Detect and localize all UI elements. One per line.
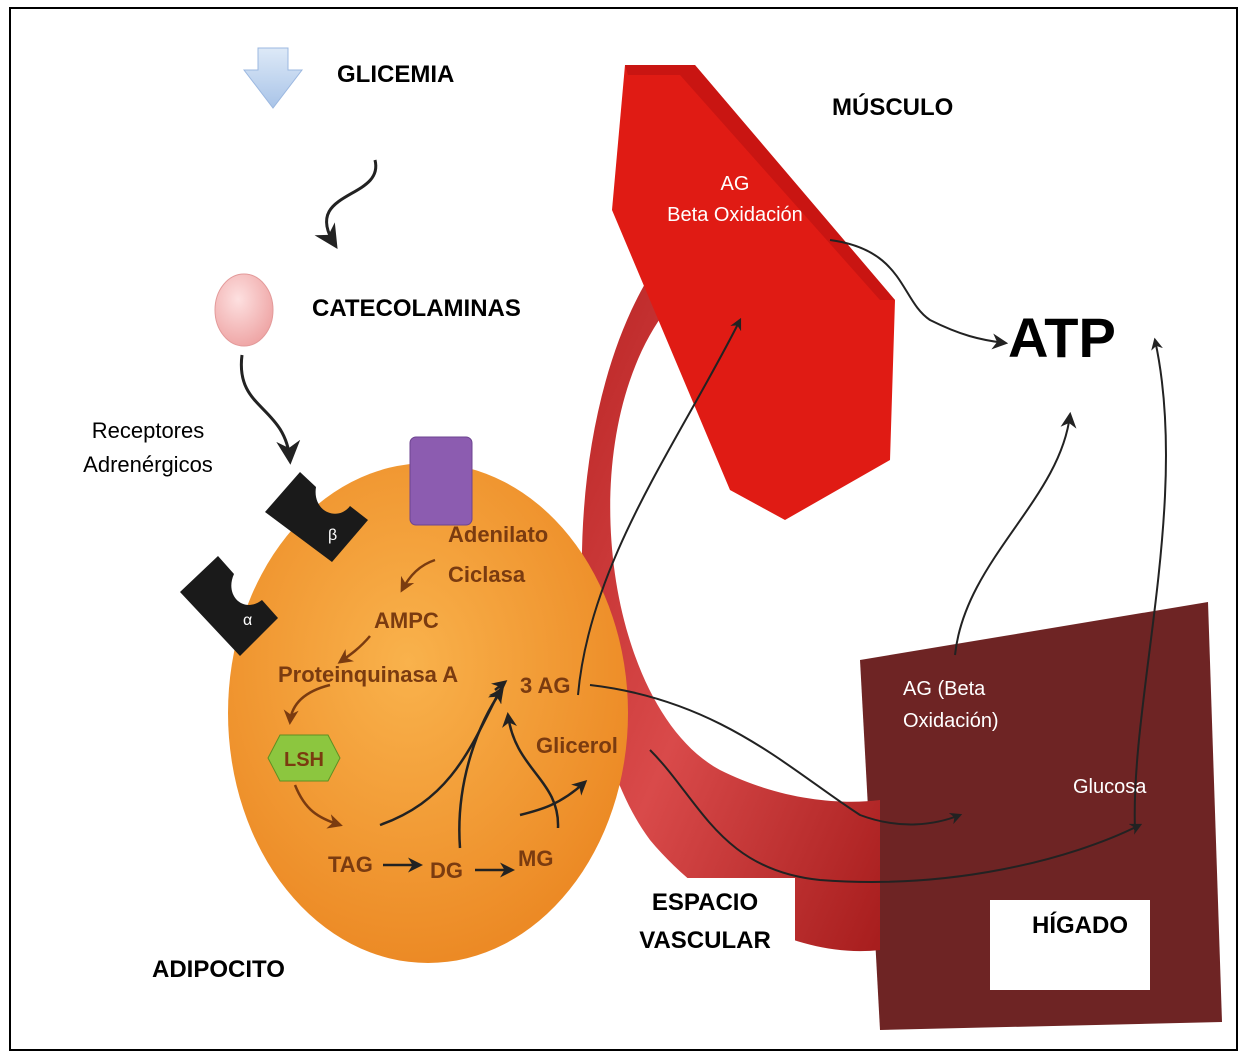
alpha-receptor-label: α (243, 612, 252, 629)
proteinquinasa-label: Proteinquinasa A (278, 662, 458, 687)
arrow-catecolaminas-to-receptor (241, 355, 290, 460)
ciclasa-label: Ciclasa (448, 562, 526, 587)
musculo-label: MÚSCULO (832, 93, 953, 121)
dg-label: DG (430, 858, 463, 883)
higado-label: HÍGADO (1032, 911, 1128, 939)
espacio-vascular-label-line2: VASCULAR (639, 927, 771, 954)
glicerol-label: Glicerol (536, 733, 618, 758)
mg-label: MG (518, 846, 553, 871)
atp-label: ATP (1008, 306, 1116, 369)
lsh-label: LSH (284, 749, 324, 771)
higado-ag-label-line1: AG (Beta (903, 678, 986, 700)
beta-receptor-label: β (328, 527, 337, 544)
three-ag-label: 3 AG (520, 673, 571, 698)
espacio-vascular-label-line1: ESPACIO (652, 889, 758, 916)
higado-ag-label-line2: Oxidación) (903, 710, 999, 732)
catecolamina-molecule-icon (215, 274, 273, 346)
tag-label: TAG (328, 852, 373, 877)
adenilato-ciclasa-box (410, 437, 472, 525)
musculo-ag-label: AG (721, 173, 750, 195)
catecolaminas-label: CATECOLAMINAS (312, 295, 521, 322)
ampc-label: AMPC (374, 608, 439, 633)
adipocyte-cell (228, 463, 628, 963)
arrow-liver-ag-to-atp (955, 415, 1070, 655)
arrow-glicemia-to-catecolaminas (326, 160, 375, 245)
musculo-beta-oxidacion-label: Beta Oxidación (667, 204, 803, 226)
glucosa-label: Glucosa (1073, 776, 1147, 798)
receptores-label-line2: Adrenérgicos (83, 452, 213, 477)
adipocito-label: ADIPOCITO (152, 956, 285, 983)
receptores-label-line1: Receptores (92, 418, 205, 443)
glicemia-label: GLICEMIA (337, 61, 454, 88)
muscle-block (612, 65, 895, 520)
glicemia-down-arrow-icon (244, 48, 302, 108)
adenilato-label: Adenilato (448, 522, 548, 547)
